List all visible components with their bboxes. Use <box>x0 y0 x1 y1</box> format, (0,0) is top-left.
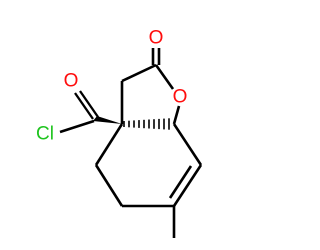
bond-acyl-cl <box>59 119 95 134</box>
bond-acyl-o-a <box>74 92 94 120</box>
fusion-hashed-bond <box>123 118 170 130</box>
lactone-carbonyl-oxygen-label: O <box>149 28 164 49</box>
bond-c4-c3a <box>94 123 124 166</box>
molecule-structure: O O O Cl <box>36 28 203 238</box>
bond-c7-c6-inner <box>168 165 193 199</box>
bond-acyl-o-b <box>79 90 99 118</box>
acyl-carbonyl-double-bond <box>74 90 99 120</box>
bond-o1-c7a <box>172 105 181 125</box>
bond-c7-c6 <box>172 164 203 207</box>
lactone-ring <box>120 63 181 125</box>
acyl-carbonyl-oxygen-label: O <box>64 71 79 92</box>
lactone-carbonyl-double-bond <box>151 48 161 65</box>
bond-c7a-c7 <box>172 123 203 166</box>
acyl-wedge-bond <box>93 116 122 124</box>
chlorine-label: Cl <box>36 124 54 145</box>
bond-c5-c4 <box>94 164 124 207</box>
cyclohexene-ring <box>94 123 203 208</box>
bond-c2-o1 <box>154 64 175 90</box>
bond-c3-c2 <box>121 63 157 83</box>
ring-oxygen-label: O <box>173 87 188 108</box>
